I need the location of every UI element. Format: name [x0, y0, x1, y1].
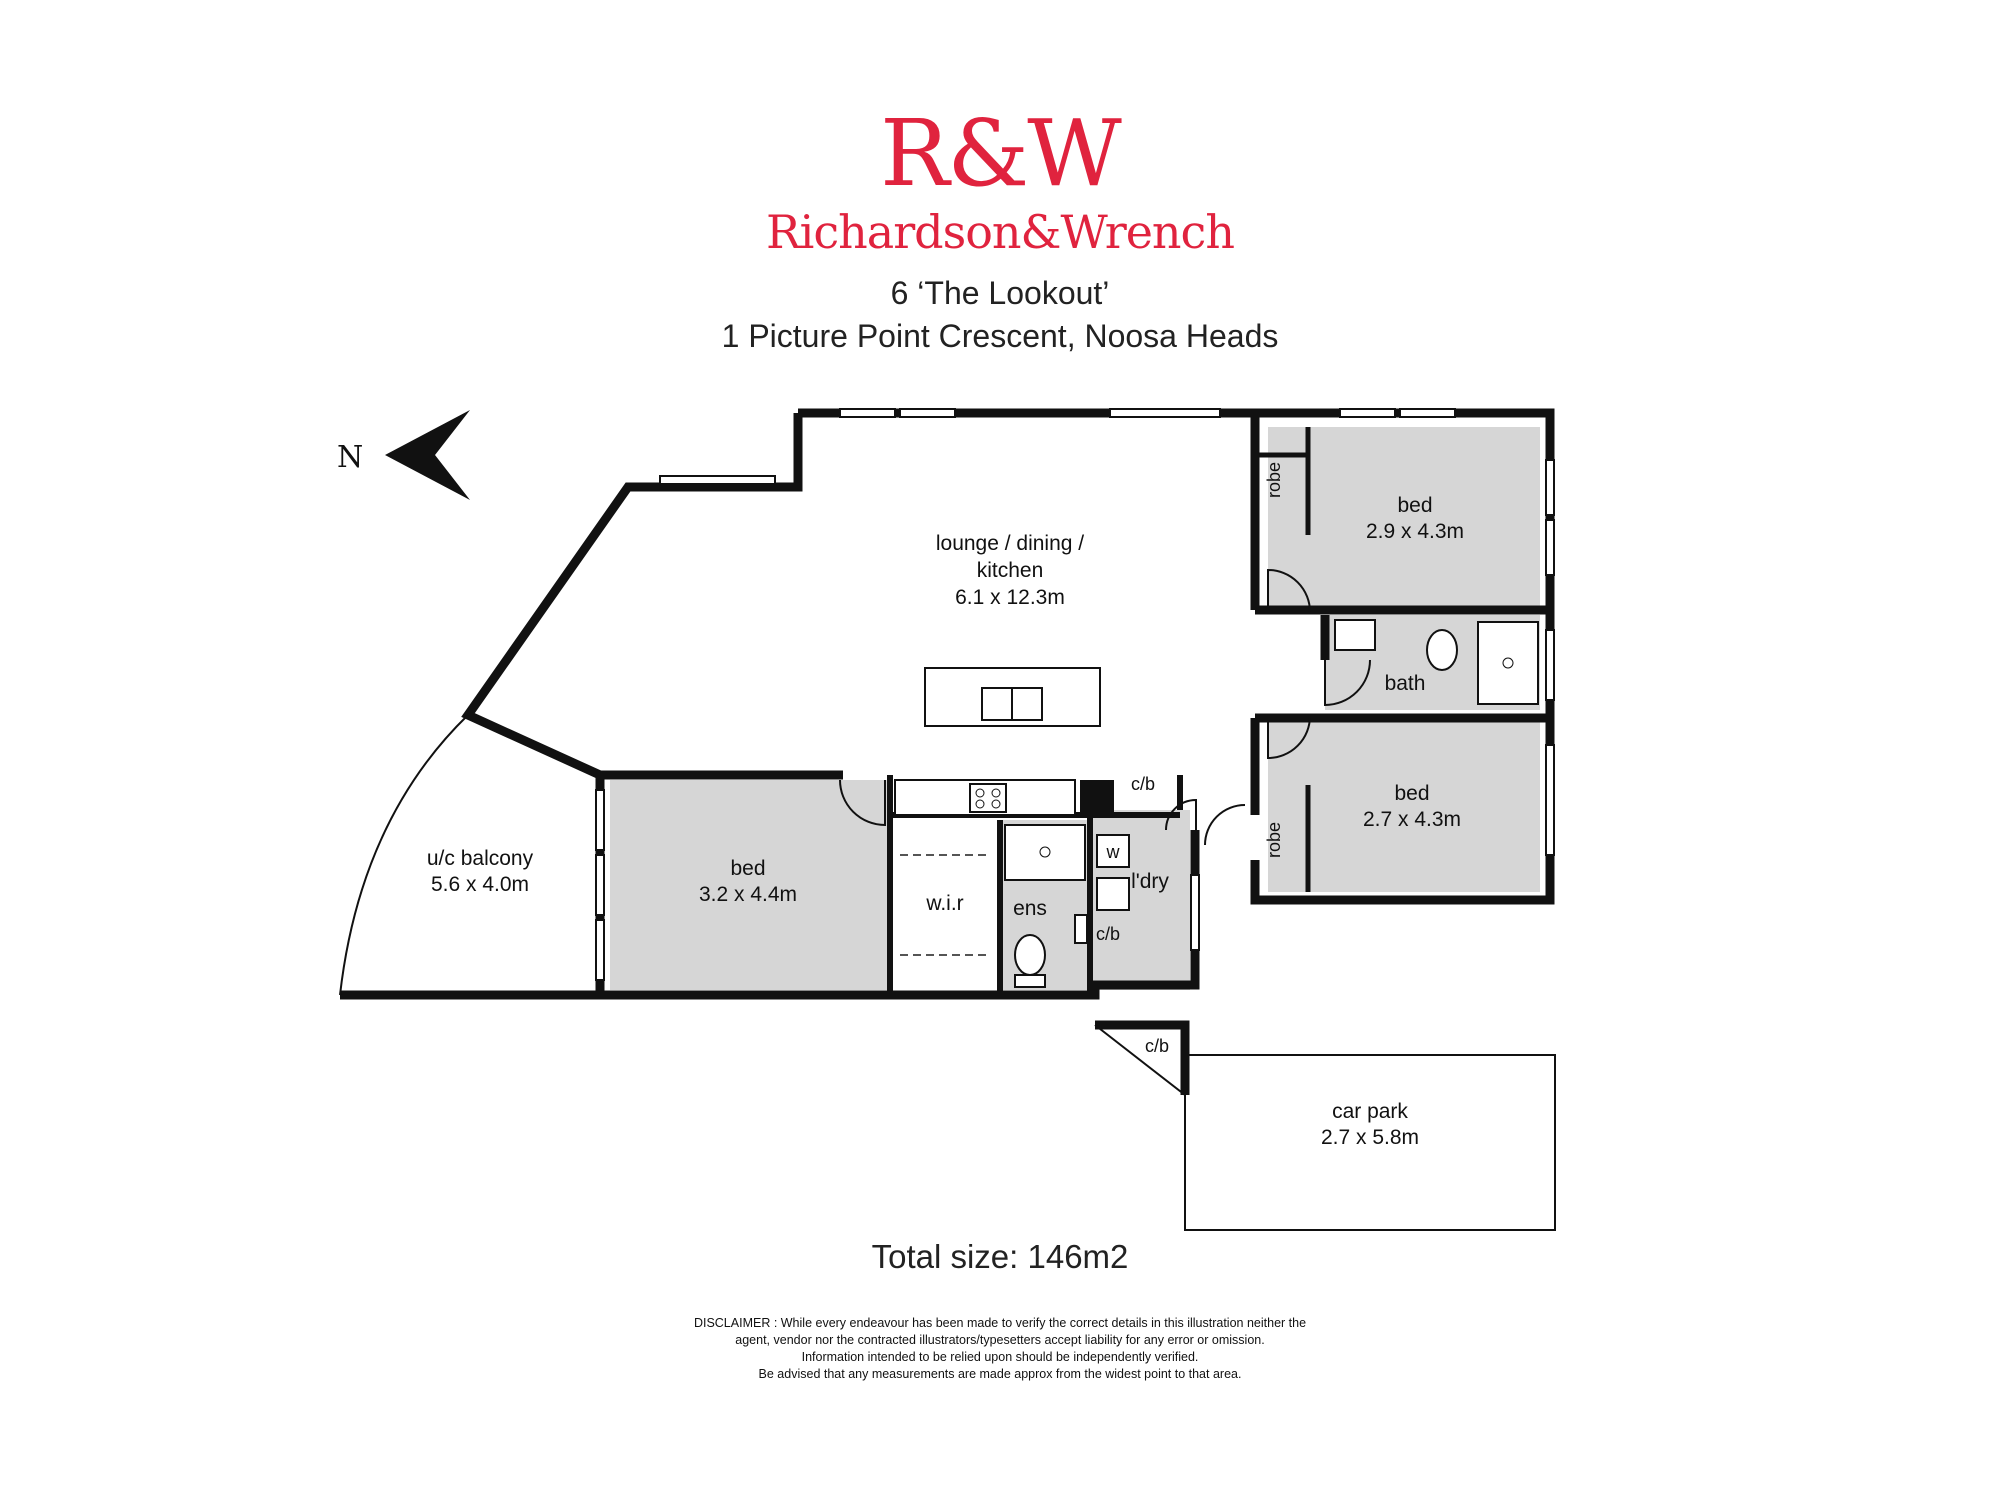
carpark-wall: [1095, 1020, 1190, 1095]
balcony-label: u/c balcony: [427, 847, 534, 870]
window: [1545, 459, 1555, 516]
cooktop-icon: [969, 783, 1007, 813]
window: [1545, 744, 1555, 856]
bed3-size: 3.2 x 4.4m: [699, 883, 797, 906]
ens-shower-icon: [1004, 824, 1086, 881]
north-arrow-icon: [385, 410, 470, 500]
window: [1109, 408, 1221, 418]
bath-toilet-icon: [1426, 629, 1458, 671]
bath-basin-icon: [1334, 619, 1376, 651]
window: [839, 408, 896, 418]
disclaimer-line: Be advised that any measurements are mad…: [758, 1367, 1242, 1381]
laundry-label: l'dry: [1131, 870, 1169, 893]
ens-toilet-icon: [1014, 934, 1046, 976]
wall-angled: [461, 413, 803, 780]
laundry-tub-icon: [1096, 877, 1130, 911]
bed2-size: 2.7 x 4.3m: [1363, 808, 1461, 831]
property-title: 6 ‘The Lookout’: [890, 275, 1110, 311]
windows: [595, 408, 1555, 981]
carpark-size: 2.7 x 5.8m: [1321, 1126, 1419, 1149]
lounge-label-1: lounge / dining /: [936, 532, 1084, 555]
compass-label: N: [337, 440, 363, 475]
property-address: 1 Picture Point Crescent, Noosa Heads: [721, 318, 1279, 354]
disclaimer: DISCLAIMER : While every endeavour has b…: [650, 1315, 1350, 1383]
balcony-size: 5.6 x 4.0m: [431, 873, 529, 896]
brand-logo-mark: R&W: [880, 100, 1122, 207]
robe1-label: robe: [1264, 462, 1284, 498]
window: [1545, 519, 1555, 576]
door-entry: [1204, 804, 1246, 846]
disclaimer-line: Information intended to be relied upon s…: [801, 1350, 1199, 1364]
window: [595, 789, 605, 851]
cb3-label: c/b: [1145, 1036, 1169, 1056]
door-bed2: [1267, 715, 1311, 760]
fridge-icon: [1080, 780, 1114, 815]
bath-label: bath: [1385, 672, 1426, 695]
ens-label: ens: [1013, 897, 1047, 920]
bed3-fill: [610, 780, 890, 990]
room-fills: [610, 427, 1540, 990]
window: [1545, 629, 1555, 701]
bed3-label: bed: [730, 857, 765, 880]
window: [1190, 874, 1200, 951]
wir-label: w.i.r: [925, 892, 963, 915]
door-bath: [1324, 659, 1371, 707]
total-size: Total size: 146m2: [871, 1238, 1129, 1275]
window: [659, 475, 776, 485]
washer-icon: [1096, 834, 1130, 868]
disclaimer-line: DISCLAIMER : While every endeavour has b…: [693, 1316, 1307, 1330]
bed1-label: bed: [1397, 494, 1432, 517]
lounge-size: 6.1 x 12.3m: [955, 586, 1065, 609]
balcony-edge: [339, 714, 469, 996]
cb2-label: c/b: [1096, 924, 1120, 944]
wir-rails: [900, 854, 990, 956]
robe2-label: robe: [1264, 822, 1284, 858]
bath-shower-icon: [1477, 621, 1539, 705]
window: [1339, 408, 1396, 418]
brand-name: Richardson&Wrench: [766, 205, 1235, 259]
doors: [839, 568, 1371, 846]
wall-north-east: [798, 408, 1555, 905]
window: [595, 919, 605, 981]
bed2-label: bed: [1394, 782, 1429, 805]
bed2-fill: [1268, 718, 1540, 892]
bed1-fill: [1268, 427, 1540, 610]
door-bed1: [1267, 568, 1311, 613]
disclaimer-line: agent, vendor nor the contracted illustr…: [735, 1333, 1265, 1347]
window: [899, 408, 956, 418]
cb1-label: c/b: [1131, 774, 1155, 794]
window: [595, 854, 605, 916]
door-bed3: [839, 779, 886, 827]
ens-basin-icon: [1074, 914, 1088, 944]
carpark-label: car park: [1332, 1100, 1408, 1123]
washer-label: w: [1106, 842, 1121, 862]
window: [1399, 408, 1456, 418]
bed1-size: 2.9 x 4.3m: [1366, 520, 1464, 543]
door-laundry: [1165, 798, 1197, 831]
lounge-label-2: kitchen: [977, 559, 1044, 582]
